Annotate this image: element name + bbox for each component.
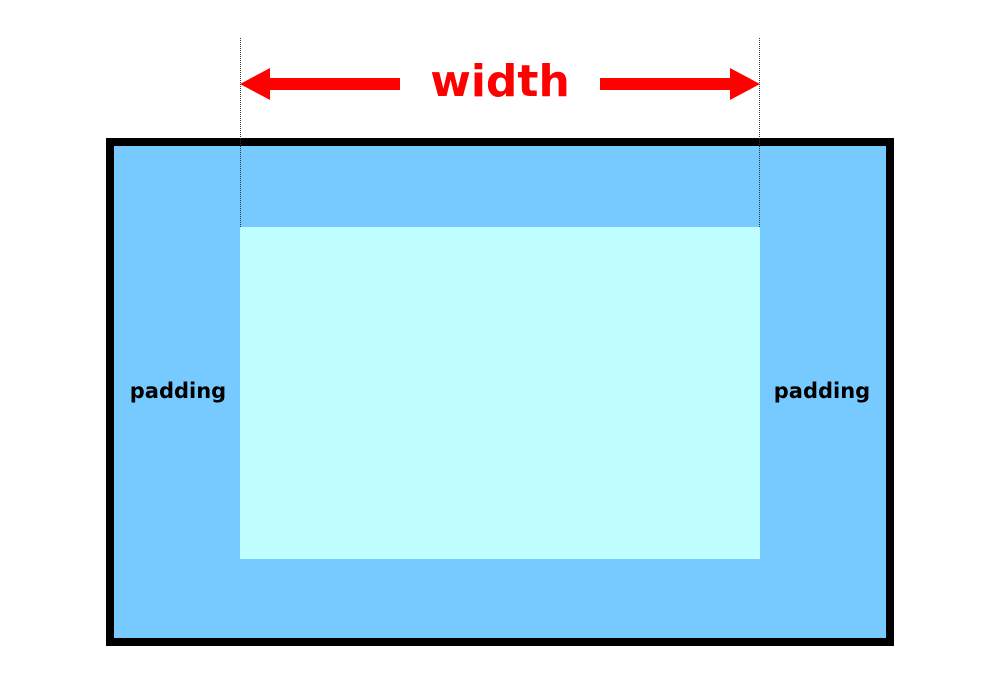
padding-label-right: padding (773, 379, 871, 403)
width-guide-left (240, 38, 241, 227)
width-arrow-right (600, 68, 760, 100)
width-guide-right (759, 38, 760, 227)
width-arrow-left (240, 68, 400, 100)
padding-label-left: padding (129, 379, 227, 403)
width-label: width (430, 56, 570, 107)
content-area (240, 227, 760, 559)
